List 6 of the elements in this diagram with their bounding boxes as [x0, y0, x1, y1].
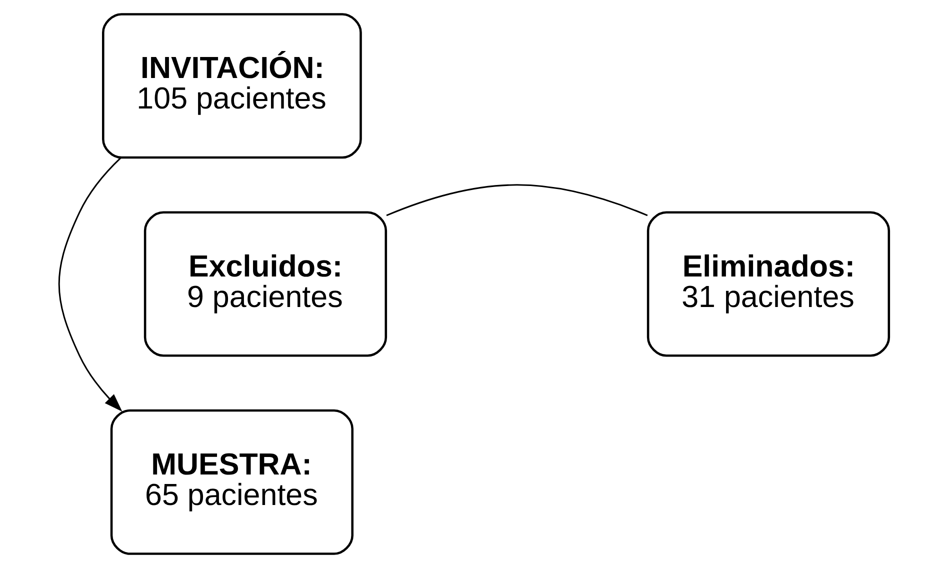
node-box: MUESTRA: 65 pacientes [110, 409, 354, 555]
node-box: INVITACIÓN: 105 pacientes [102, 13, 362, 159]
arrow [58, 157, 122, 412]
connector [386, 184, 648, 216]
node-box: Eliminados: 31 pacientes [646, 211, 890, 357]
node-box: Excluidos: 9 pacientes [144, 211, 388, 357]
